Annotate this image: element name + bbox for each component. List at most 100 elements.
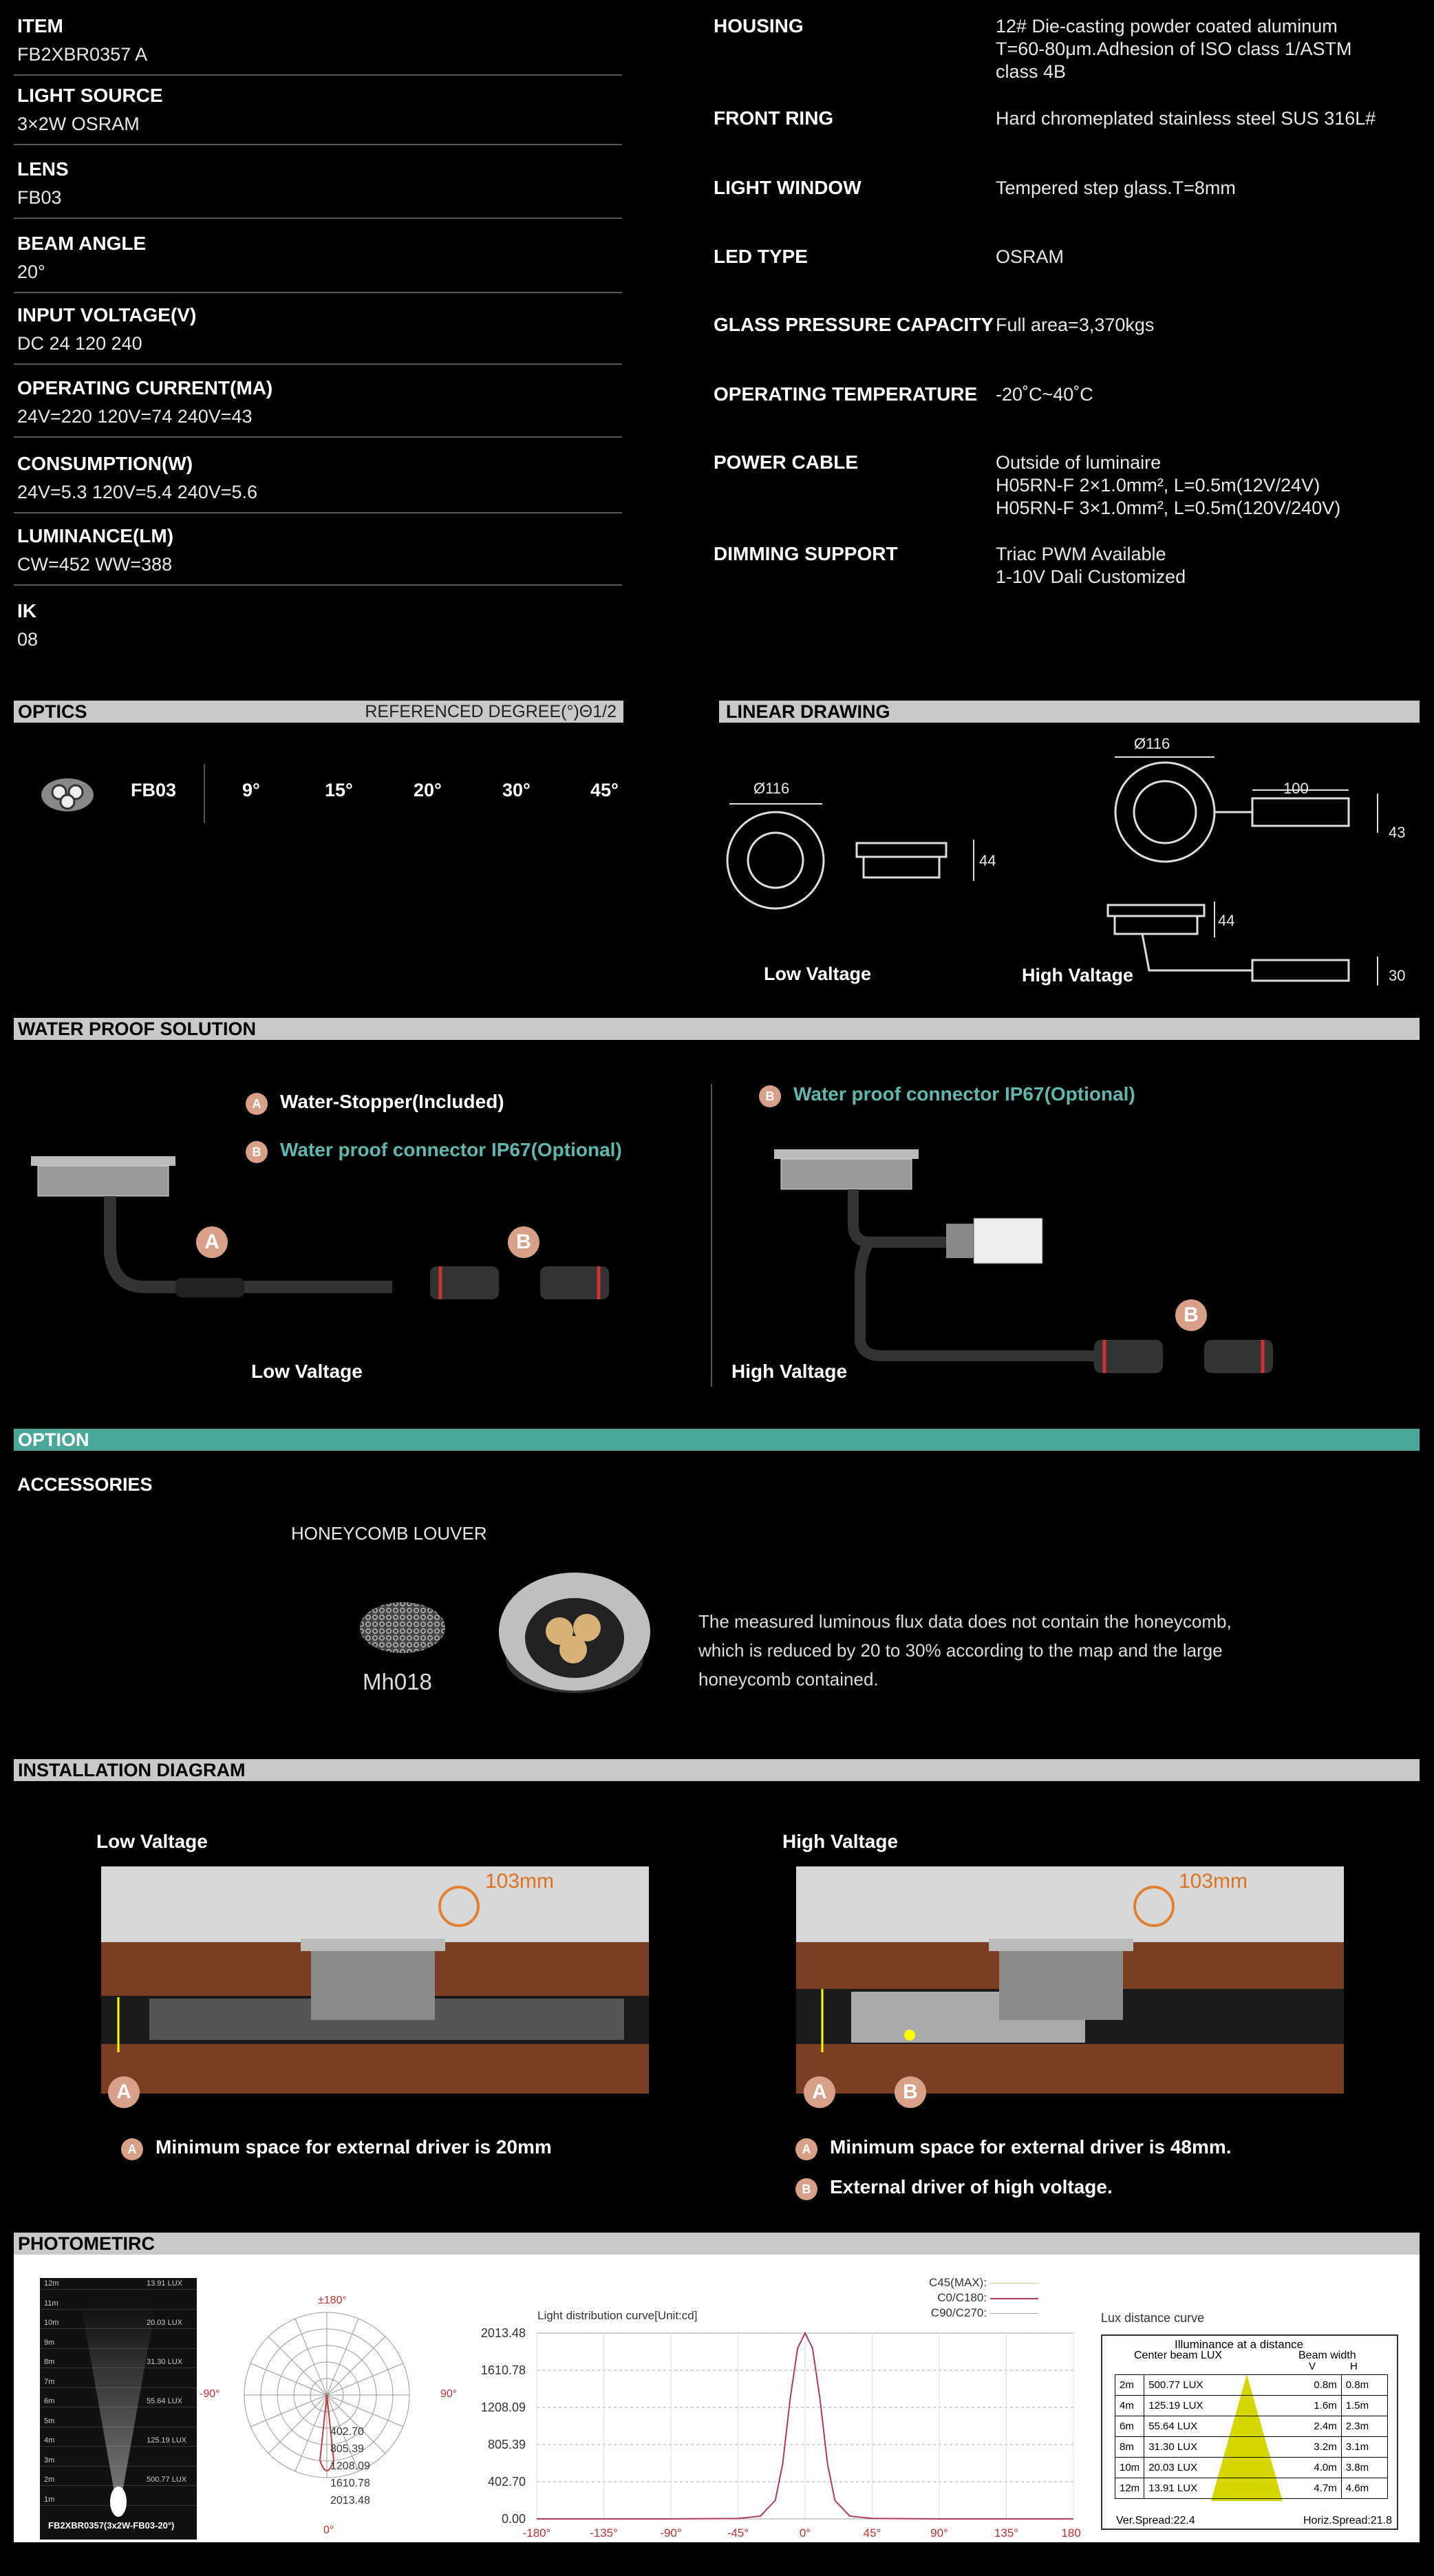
- polar-right: 90°: [440, 2388, 458, 2400]
- x-tick-label: -180°: [523, 2526, 551, 2540]
- install-low-note-badge: A: [121, 2138, 143, 2160]
- install-high-badge-b: B: [895, 2076, 926, 2108]
- ver-spread: Ver.Spread:22.4: [1116, 2515, 1195, 2526]
- spec-value: FB03: [17, 187, 62, 208]
- linear-dia2: Ø116: [1134, 735, 1170, 752]
- spec-label: LIGHT WINDOW: [714, 177, 862, 198]
- polar-diagram: [244, 2312, 410, 2478]
- beam-distance: 11m: [44, 2299, 58, 2308]
- spec-label: LIGHT SOURCE: [17, 85, 163, 106]
- waterproof-high-drawing: [774, 1149, 1273, 1373]
- waterproof-legend-b: Water proof connector IP67(Optional): [280, 1139, 622, 1160]
- legend-c0: C0/C180:: [929, 2290, 1038, 2306]
- spec-value: Full area=3,370kgs: [996, 314, 1154, 337]
- curve-title: Light distribution curve[Unit:cd]: [537, 2309, 698, 2322]
- spec-value-line: Triac PWM Available: [996, 544, 1166, 564]
- spec-label: IK: [17, 600, 36, 621]
- spec-value-line: Tempered step glass.T=8mm: [996, 178, 1236, 198]
- waterproof-legend-a-badge: A: [246, 1093, 268, 1115]
- optics-bar: OPTICS REFERENCED DEGREE(°)Θ1/2: [14, 701, 623, 723]
- lux-center-head: Center beam LUX: [1134, 2350, 1223, 2361]
- waterproof-bar: WATER PROOF SOLUTION: [14, 1018, 1420, 1040]
- waterproof-low-badge-a: A: [196, 1226, 228, 1258]
- installation-bar: INSTALLATION DIAGRAM: [14, 1759, 1420, 1781]
- lux-distance: 10m: [1114, 2457, 1145, 2478]
- lux-value: 125.19 LUX: [1144, 2395, 1296, 2416]
- beam-distance: 6m: [44, 2397, 55, 2405]
- spec-label: INPUT VOLTAGE(V): [17, 304, 197, 326]
- beam-distance: 2m: [44, 2476, 55, 2484]
- optics-angle: 45°: [590, 780, 619, 800]
- waterproof-low-caption: Low Valtage: [251, 1361, 363, 1382]
- spec-divider: [14, 74, 622, 76]
- spec-label: LENS: [17, 158, 69, 180]
- lux-h: 4.6m: [1340, 2478, 1389, 2499]
- lens-icon: [40, 774, 95, 813]
- polar-top: ±180°: [318, 2295, 347, 2306]
- spec-label: FRONT RING: [714, 107, 834, 129]
- beam-lux: 20.03 LUX: [147, 2319, 182, 2327]
- waterproof-low-drawing: [31, 1156, 609, 1299]
- lux-h: 2.3m: [1340, 2416, 1389, 2437]
- louver-title: HONEYCOMB LOUVER: [291, 1523, 487, 1544]
- x-tick-label: 45°: [864, 2526, 881, 2540]
- beam-distance: 12m: [44, 2279, 59, 2288]
- lux-row: 10m 20.03 LUX 4.0m 3.8m: [1114, 2457, 1389, 2478]
- install-high-image: [796, 1866, 1344, 2094]
- polar-ring-label: 1208.09: [330, 2460, 370, 2472]
- spec-value-line: class 4B: [996, 61, 1067, 82]
- beam-cone: [81, 2306, 156, 2517]
- lux-distance: 2m: [1114, 2374, 1145, 2396]
- option-note: The measured luminous flux data does not…: [698, 1607, 1232, 1694]
- spec-divider: [14, 217, 622, 219]
- spec-label: LED TYPE: [714, 246, 808, 267]
- x-tick-label: 135°: [994, 2526, 1018, 2540]
- optics-angle: 30°: [502, 780, 531, 800]
- lux-value: 500.77 LUX: [1144, 2374, 1296, 2396]
- beam-distance: 1m: [44, 2495, 55, 2504]
- install-high-note-b-badge: B: [795, 2178, 817, 2200]
- series-line-c0-c180: [537, 2331, 1073, 2520]
- beam-lux: 500.77 LUX: [147, 2476, 187, 2484]
- legend-c0-swatch: [989, 2297, 1038, 2299]
- photometric-bar: PHOTOMETIRC: [14, 2233, 1420, 2255]
- lux-row: 12m 13.91 LUX 4.7m 4.6m: [1114, 2478, 1389, 2499]
- option-note-line: honeycomb contained.: [698, 1669, 879, 1690]
- spec-label: GLASS PRESSURE CAPACITY: [714, 314, 994, 335]
- spec-value-line: OSRAM: [996, 246, 1064, 267]
- lux-v: 0.8m: [1295, 2374, 1342, 2396]
- spec-value-line: T=60-80μm.Adhesion of ISO class 1/ASTM: [996, 39, 1352, 59]
- install-high-caption: High Valtage: [782, 1831, 899, 1852]
- beam-distance: 7m: [44, 2377, 55, 2386]
- beam-diagram: 12m 13.91 LUX 11m 10m 20.03 LUX 9m 8m 31…: [40, 2278, 197, 2540]
- spec-value: OSRAM: [996, 246, 1064, 268]
- spec-label: OPERATING CURRENT(MA): [17, 377, 273, 398]
- waterproof-right-b: Water proof connector IP67(Optional): [793, 1083, 1135, 1105]
- linear-dia1: Ø116: [753, 780, 790, 797]
- install-low-image: [101, 1866, 649, 2094]
- accessories-title: ACCESSORIES: [17, 1474, 153, 1495]
- waterproof-legend-a: Water-Stopper(Included): [280, 1091, 504, 1112]
- optics-angle: 9°: [242, 780, 260, 800]
- y-tick-label: 0.00: [502, 2512, 526, 2526]
- polar-ring-label: 402.70: [330, 2426, 364, 2438]
- beam-distance: 4m: [44, 2436, 55, 2445]
- lux-h: 1.5m: [1340, 2395, 1389, 2416]
- beam-distance: 9m: [44, 2338, 55, 2347]
- y-tick-label: 402.70: [488, 2475, 526, 2489]
- lux-distance: 12m: [1114, 2478, 1145, 2499]
- spec-divider: [14, 144, 622, 145]
- spec-label: HOUSING: [714, 15, 804, 36]
- beam-distance: 5m: [44, 2416, 55, 2425]
- spec-label: POWER CABLE: [714, 451, 858, 473]
- louver-part-number: Mh018: [363, 1669, 432, 1694]
- curve-legend: C45(MAX): C0/C180: C90/C270:: [929, 2275, 1038, 2321]
- spec-label: ITEM: [17, 15, 63, 36]
- waterproof-divider: [711, 1084, 712, 1387]
- install-high-badge-a: A: [804, 2076, 835, 2108]
- spec-value-line: H05RN-F 2×1.0mm², L=0.5m(12V/24V): [996, 475, 1320, 496]
- lux-distance: 8m: [1114, 2436, 1145, 2458]
- legend-c45: C45(MAX):: [929, 2275, 1038, 2290]
- spec-value-line: Outside of luminaire: [996, 452, 1162, 473]
